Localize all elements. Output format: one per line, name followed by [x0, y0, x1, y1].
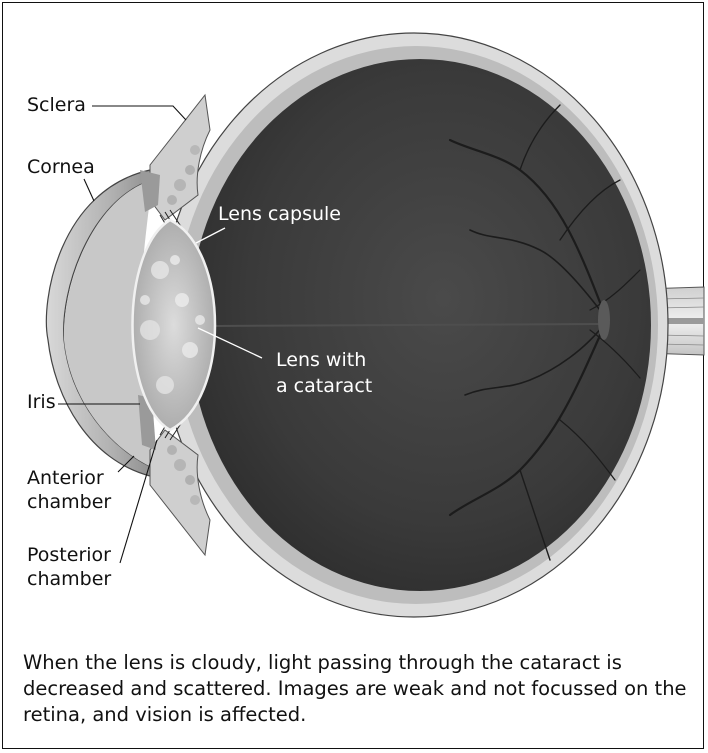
figure-caption: When the lens is cloudy, light passing t…	[23, 650, 693, 728]
label-anterior-line2: chamber	[27, 491, 111, 513]
label-lens-capsule: Lens capsule	[218, 203, 341, 225]
label-posterior-line1: Posterior	[27, 544, 111, 566]
leader-sclera	[92, 106, 186, 120]
label-lens-line2: a cataract	[276, 375, 372, 397]
optic-disc	[598, 300, 610, 340]
eye-diagram: Sclera Cornea Lens capsule Lens with a c…	[0, 0, 708, 640]
label-sclera: Sclera	[27, 94, 86, 116]
label-anterior-line1: Anterior	[27, 467, 104, 489]
label-iris: Iris	[27, 391, 56, 413]
label-posterior-line2: chamber	[27, 568, 111, 590]
leader-cornea	[84, 179, 94, 201]
label-lens-line1: Lens with	[276, 349, 366, 371]
label-cornea: Cornea	[27, 156, 95, 178]
